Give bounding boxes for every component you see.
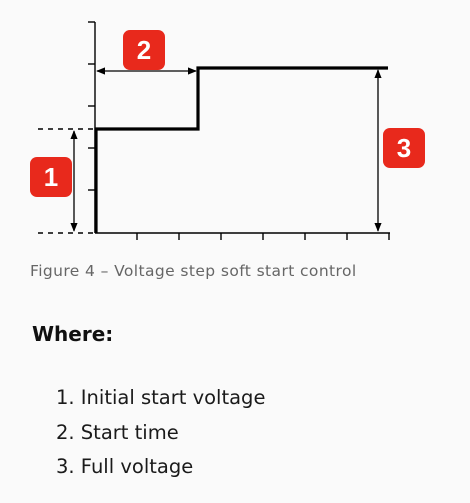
legend-item-initial-voltage: 1. Initial start voltage bbox=[56, 386, 266, 409]
x-ticks bbox=[136, 233, 390, 240]
badge-3: 3 bbox=[383, 128, 425, 168]
legend-item-full-voltage: 3. Full voltage bbox=[56, 455, 194, 478]
soft-start-diagram: 1 2 3 bbox=[30, 21, 425, 240]
badge-2: 2 bbox=[123, 30, 165, 70]
svg-text:3: 3 bbox=[397, 133, 411, 163]
legend-heading: Where: bbox=[32, 322, 114, 346]
legend-item-start-time: 2. Start time bbox=[56, 420, 179, 444]
y-ticks bbox=[88, 21, 95, 191]
voltage-step-line bbox=[94, 66, 388, 233]
figure-caption: Figure 4 – Voltage step soft start contr… bbox=[30, 262, 357, 280]
legend-list: 1. Initial start voltage 2. Start time 3… bbox=[56, 384, 265, 488]
badge-1: 1 bbox=[30, 157, 72, 197]
svg-text:1: 1 bbox=[44, 162, 58, 192]
svg-text:2: 2 bbox=[137, 35, 151, 65]
